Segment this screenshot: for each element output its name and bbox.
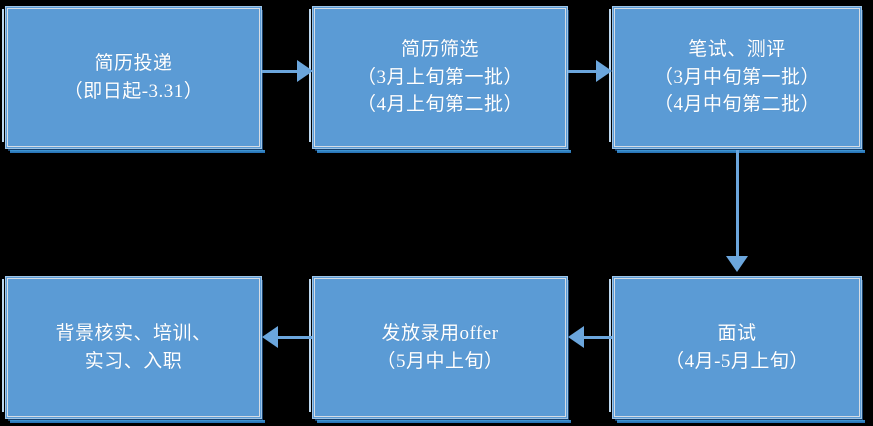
arrow-node3-to-node4-line — [736, 150, 739, 258]
arrow-node4-to-node5-line — [582, 336, 612, 339]
arrow-node1-to-node2-line — [262, 70, 300, 73]
node-resume-screening[interactable]: 简历筛选 （3月上旬第一批） （4月上旬第二批） — [309, 6, 571, 153]
node-resume-submission[interactable]: 简历投递 （即日起-3.31） — [2, 6, 265, 153]
arrow-node2-to-node3-head — [596, 60, 612, 82]
node-background-check-training-onboarding-label: 背景核实、培训、 实习、入职 — [55, 322, 212, 372]
node-background-check-training-onboarding[interactable]: 背景核实、培训、 实习、入职 — [2, 276, 265, 423]
node-resume-screening-label: 简历筛选 （3月上旬第一批） （4月上旬第二批） — [356, 39, 523, 116]
arrow-node4-to-node5-head — [568, 326, 584, 348]
node-resume-submission-label: 简历投递 （即日起-3.31） — [63, 52, 204, 102]
node-written-test-assessment[interactable]: 笔试、测评 （3月中旬第一批） （4月中旬第二批） — [609, 6, 865, 153]
arrow-node1-to-node2-head — [297, 60, 313, 82]
node-written-test-assessment-label: 笔试、测评 （3月中旬第一批） （4月中旬第二批） — [653, 39, 820, 116]
arrow-node5-to-node6-head — [262, 326, 278, 348]
arrow-node5-to-node6-line — [278, 336, 312, 339]
node-interview-label: 面试 （4月-5月上旬） — [665, 322, 809, 372]
arrow-node2-to-node3-line — [568, 70, 598, 73]
node-offer-issuance[interactable]: 发放录用offer （5月中上旬） — [309, 276, 571, 423]
node-interview[interactable]: 面试 （4月-5月上旬） — [609, 276, 865, 423]
node-offer-issuance-label: 发放录用offer （5月中上旬） — [376, 322, 504, 372]
arrow-node3-to-node4-head — [726, 256, 748, 272]
